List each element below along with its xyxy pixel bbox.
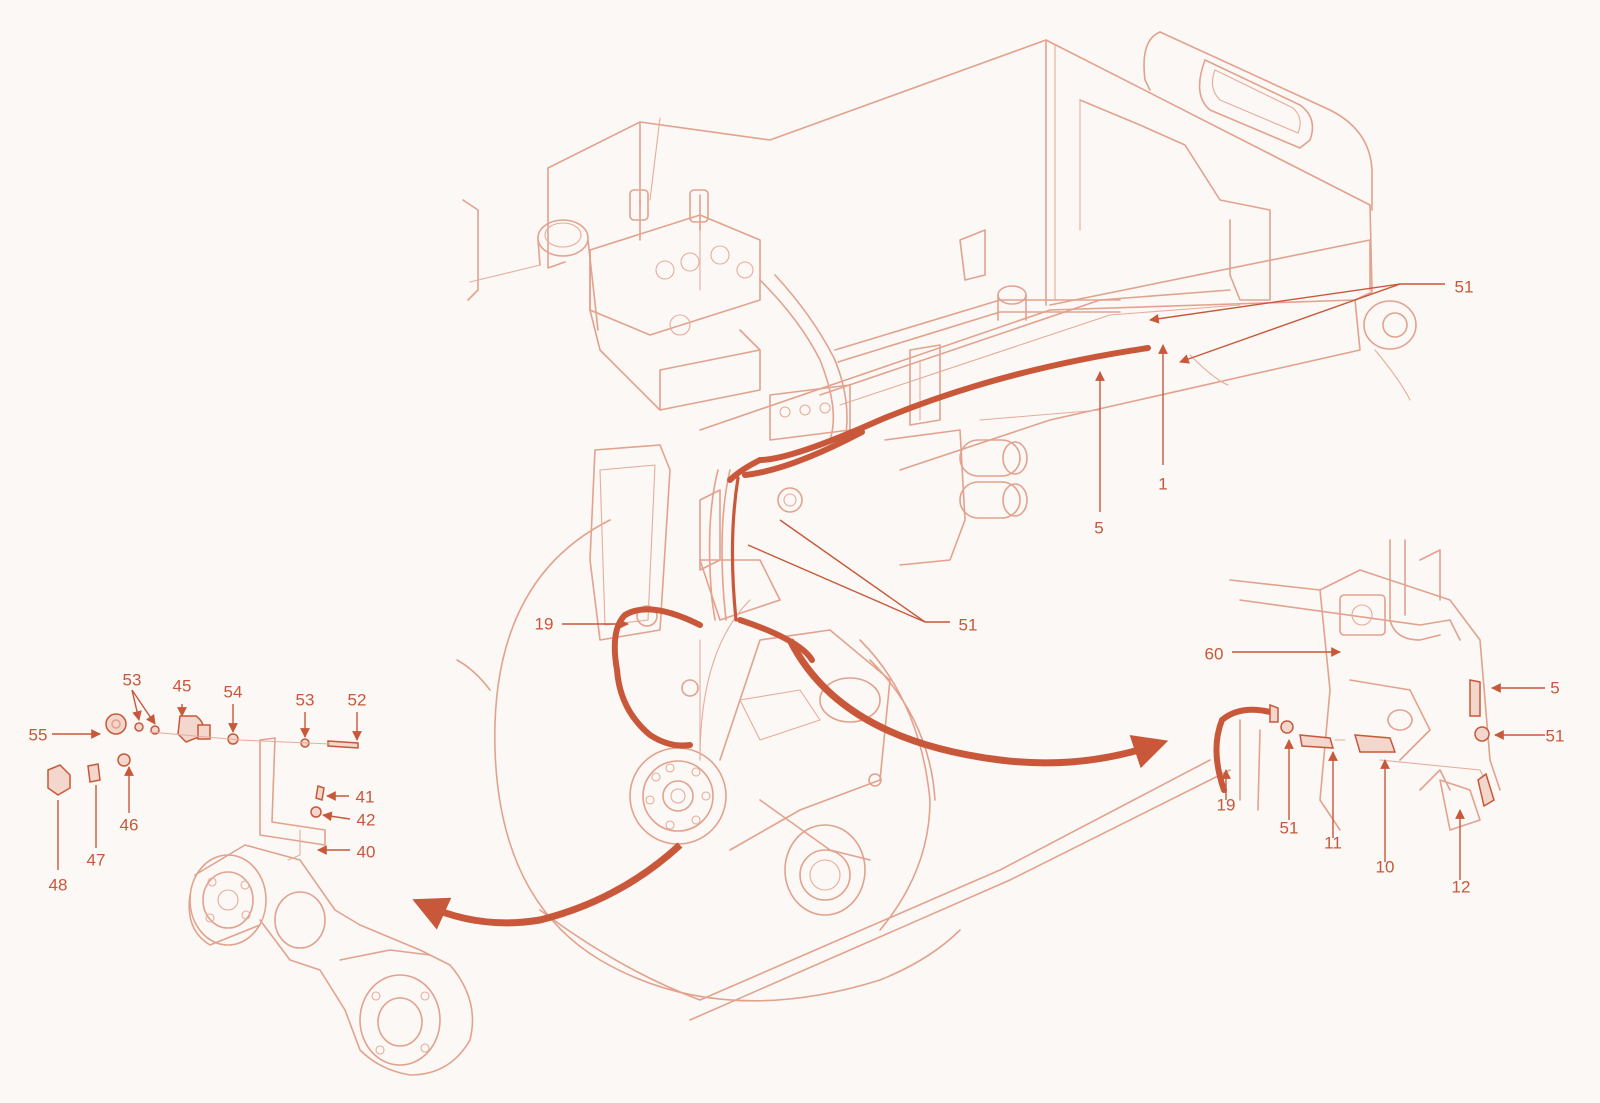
callout-51-top: 51	[1454, 277, 1474, 297]
callout-41: 41	[355, 787, 375, 807]
callout-52: 52	[347, 690, 367, 710]
callout-5-top: 5	[1094, 518, 1104, 538]
leader-lines	[52, 283, 1545, 880]
callout-11: 11	[1324, 833, 1342, 853]
detail-right	[1213, 539, 1501, 831]
callout-54: 54	[223, 682, 243, 702]
chassis-frame	[462, 31, 1417, 566]
callout-1: 1	[1158, 474, 1168, 494]
callout-53-right: 53	[295, 690, 315, 710]
frame-hoses	[759, 229, 1121, 441]
callout-55: 55	[28, 725, 48, 745]
callout-42: 42	[356, 810, 376, 830]
callout-60: 60	[1204, 644, 1224, 664]
callout-19-main: 19	[534, 614, 554, 634]
callout-arrows	[412, 638, 1169, 930]
callout-46: 46	[119, 815, 139, 835]
callout-53-left: 53	[122, 670, 142, 690]
callout-5-right: 5	[1550, 678, 1560, 698]
callout-12: 12	[1451, 877, 1471, 897]
drum-wheel	[456, 444, 1231, 1021]
highlighted-hoses	[611, 345, 1151, 749]
callout-51-middle: 51	[958, 615, 978, 635]
callout-51-right: 51	[1545, 726, 1565, 746]
valve-block	[537, 189, 761, 411]
callout-10: 10	[1375, 857, 1395, 877]
callout-19-right: 19	[1216, 795, 1236, 815]
callout-45: 45	[172, 676, 192, 696]
detail-arm	[188, 737, 474, 1076]
callout-48: 48	[48, 875, 68, 895]
callout-51-bottom: 51	[1279, 818, 1299, 838]
callout-47: 47	[86, 850, 106, 870]
callout-40: 40	[356, 842, 376, 862]
detail-small-parts	[47, 713, 359, 818]
